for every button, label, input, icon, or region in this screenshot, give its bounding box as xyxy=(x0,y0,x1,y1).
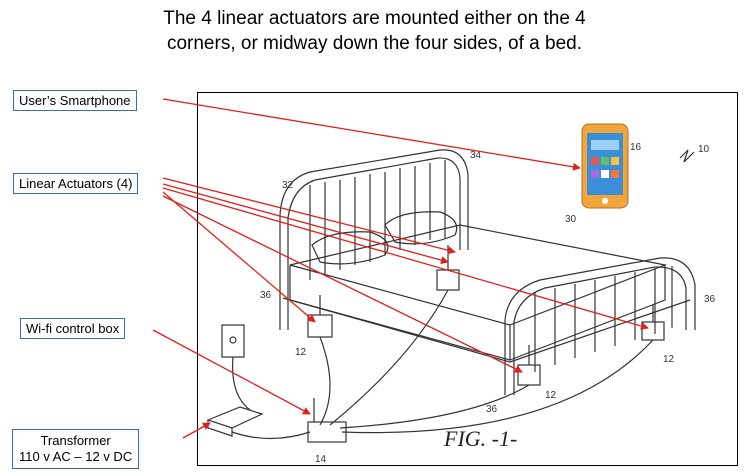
arrow-to-actuator-front xyxy=(162,195,523,373)
arrow-to-actuator-center-b xyxy=(162,183,449,265)
footboard-frame xyxy=(504,257,696,395)
arrow-to-actuator-left xyxy=(162,191,316,323)
caption: The 4 linear actuators are mounted eithe… xyxy=(0,6,749,56)
pillow-right xyxy=(384,211,458,245)
headboard-frame xyxy=(279,149,469,330)
caption-line-1: The 4 linear actuators are mounted eithe… xyxy=(163,8,586,29)
ref-32: 32 xyxy=(282,180,294,191)
arrow-to-control-box xyxy=(152,329,311,415)
ref-30: 30 xyxy=(565,214,577,225)
wire-3 xyxy=(339,384,530,429)
ref-34: 34 xyxy=(470,150,482,161)
reference-numerals: 10 16 34 32 30 36 36 36 12 12 12 14 FIG.… xyxy=(260,142,716,465)
actuator-right xyxy=(641,321,665,341)
ref-12-left: 12 xyxy=(295,347,307,358)
ref-36-left: 36 xyxy=(260,290,272,301)
ref-10: 10 xyxy=(698,144,710,155)
bed-drawing xyxy=(206,149,696,443)
smartphone-illustration xyxy=(581,123,629,209)
arrow-to-actuator-right xyxy=(162,187,649,330)
transformer-label-line-1: Transformer xyxy=(40,433,111,448)
label-smartphone: User’s Smartphone xyxy=(13,90,137,111)
transformer-box xyxy=(206,406,264,429)
figure-title: FIG. -1- xyxy=(443,426,517,451)
ref-12-right: 12 xyxy=(663,354,675,365)
ref-36-bottom: 36 xyxy=(486,404,498,415)
pillow-left xyxy=(311,231,389,265)
wire-2 xyxy=(329,289,449,426)
ref-16: 16 xyxy=(630,142,642,153)
arrow-to-smartphone xyxy=(162,98,581,171)
patent-figure-frame xyxy=(197,92,738,466)
ref-12-bottom: 12 xyxy=(545,390,557,401)
label-transformer: Transformer 110 v AC – 12 v DC xyxy=(12,429,140,469)
arrow-to-transformer xyxy=(182,422,211,439)
label-linear-actuators: Linear Actuators (4) xyxy=(13,173,139,194)
wire-4 xyxy=(341,339,654,434)
actuator-front-right xyxy=(517,364,541,386)
caption-line-2: corners, or midway down the four sides, … xyxy=(166,33,583,54)
callout-arrows xyxy=(152,98,649,439)
wire-1 xyxy=(319,336,331,426)
wall-outlet xyxy=(221,324,245,358)
arrow-to-actuator-center xyxy=(162,177,456,255)
mattress-top xyxy=(289,224,668,326)
label-wifi-control-box: Wi-fi control box xyxy=(20,318,126,339)
ref-36-right: 36 xyxy=(704,294,716,305)
wifi-control-box xyxy=(307,421,347,443)
transformer-label-line-2: 110 v AC – 12 v DC xyxy=(19,449,133,464)
ref-14: 14 xyxy=(315,454,327,465)
